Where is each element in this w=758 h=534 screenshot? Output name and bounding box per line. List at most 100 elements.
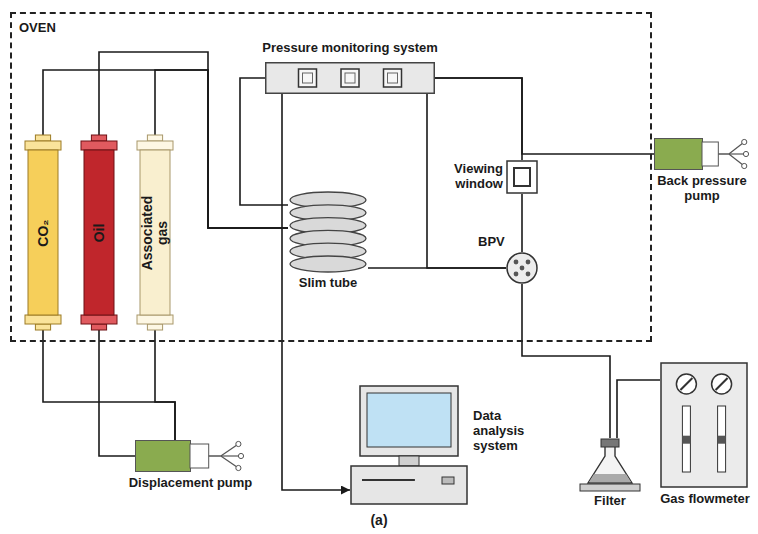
cylinder-fitting (147, 324, 162, 330)
cylinder-cap (137, 315, 173, 324)
syringe-pump: Back pressure pump (650, 134, 754, 206)
handle-knob (236, 465, 241, 470)
computer: Data analysis system (345, 380, 550, 508)
window-frame (507, 161, 537, 193)
cylinder-cap (25, 141, 61, 150)
node-label: Pressure monitoring system (250, 40, 450, 55)
filter-flask-shape (580, 438, 640, 492)
node-label: OVEN (19, 20, 79, 35)
monitor-stand (399, 456, 419, 466)
gas-flowmeter-shape (660, 362, 748, 488)
pipe-line (521, 194, 523, 252)
meter-float (682, 436, 690, 444)
cylinder-body (28, 150, 58, 315)
meter-dial (676, 374, 696, 394)
pump-barrel (655, 139, 703, 170)
handle-knob (236, 441, 241, 446)
back-pressure-valve: BPV (478, 234, 540, 286)
valve-port (514, 272, 519, 277)
gauge-square (341, 69, 359, 87)
pressure-monitor-shape (265, 62, 435, 94)
filter-flask-drawing (580, 438, 640, 492)
syringe-pump-drawing (654, 138, 750, 170)
valve-body (507, 253, 537, 283)
pipe-line (617, 380, 660, 438)
valve-port (526, 260, 531, 265)
node-label: CO₂ (36, 173, 51, 293)
handle-knob (743, 151, 748, 156)
gauge-square (384, 69, 402, 87)
pump-head (190, 444, 209, 468)
monitor-screen (367, 393, 451, 447)
flask-stand (580, 484, 640, 491)
pipe-line (435, 78, 654, 154)
flask-liquid (589, 474, 631, 482)
computer-drawing (350, 385, 468, 505)
gauge-inner (303, 73, 313, 83)
drive-slot (362, 479, 415, 481)
node-label: BPV (478, 234, 512, 249)
handle-knob (742, 163, 747, 168)
pipe-line (522, 284, 610, 438)
gauge-inner (345, 73, 355, 83)
pipe-line (240, 78, 288, 205)
node-label: Oil (92, 173, 107, 293)
monitor-panel (266, 63, 435, 94)
cylinder-cap (81, 315, 117, 324)
handle-knob (742, 139, 747, 144)
gas-flowmeter-drawing (660, 362, 748, 488)
syringe-pump-drawing (135, 440, 245, 472)
figure-caption: (a) (0, 512, 758, 528)
cylinder-cap (81, 141, 117, 150)
cylinder-fitting (147, 135, 162, 141)
slim-tube-coil: Slim tube (282, 188, 382, 292)
pressure-monitor-drawing (265, 62, 435, 94)
node-label: Viewing window (448, 161, 503, 191)
cylinder-cap (137, 141, 173, 150)
viewing-window-shape (506, 160, 538, 194)
node-label: Displacement pump (118, 475, 263, 490)
cylinder-body (84, 150, 114, 315)
pump-handle (221, 444, 239, 456)
meter-tube (718, 406, 726, 472)
viewing-window: Viewing window (448, 158, 540, 198)
dial-pointer (716, 378, 728, 390)
cylinder-fitting (35, 135, 50, 141)
gas-cylinder: Associated gas (136, 135, 174, 330)
pipe-line (43, 330, 175, 440)
pipe-line (99, 52, 288, 228)
valve-port (526, 272, 531, 277)
node-label: Slim tube (282, 275, 374, 290)
pump-barrel (136, 441, 191, 472)
slim-tube-coil-shape (288, 190, 368, 274)
pipe-line (435, 78, 522, 160)
pipe-line (368, 267, 506, 269)
pump-head (702, 142, 718, 166)
cylinder-body (140, 150, 170, 315)
dial-pointer (680, 378, 692, 390)
slim-tube-coil-drawing (288, 190, 368, 274)
valve-port (520, 266, 525, 271)
cylinder-cap (25, 315, 61, 324)
gas-flowmeter: Gas flowmeter (655, 360, 755, 510)
pump-rod (209, 455, 221, 457)
pipe-line (155, 330, 175, 440)
gas-cylinder: CO₂ (24, 135, 62, 330)
node-label: Gas flowmeter (655, 491, 755, 506)
power-button (442, 477, 454, 484)
meter-dial (712, 374, 732, 394)
window-glass (514, 168, 530, 186)
node-label: Associated gas (140, 191, 170, 275)
syringe-pump-shape (135, 440, 245, 472)
cylinder-fitting (91, 324, 106, 330)
flask-stopper (601, 439, 619, 447)
oil-cylinder: Oil (80, 135, 118, 330)
pipe-line (99, 330, 135, 456)
coil-loop (290, 256, 366, 272)
cylinder-fitting (91, 135, 106, 141)
pipe-line (282, 94, 350, 490)
pressure-monitor: Pressure monitoring system (250, 36, 450, 96)
back-pressure-valve-drawing (506, 252, 538, 284)
computer-shape (350, 385, 468, 505)
